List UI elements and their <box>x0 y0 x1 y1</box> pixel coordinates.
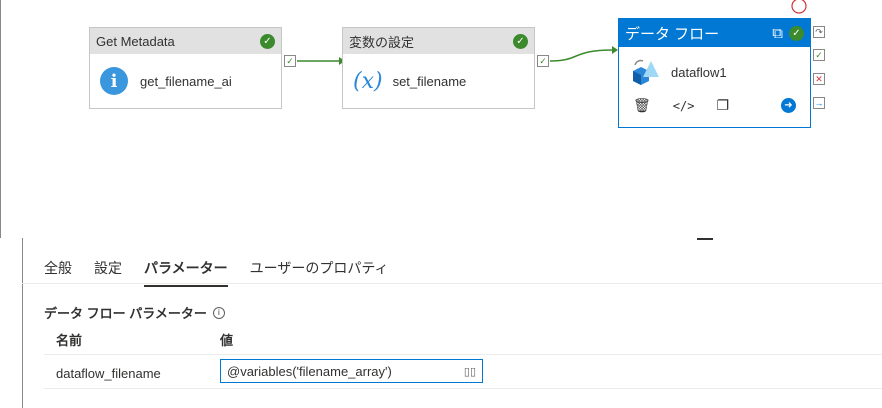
success-check-icon: ✓ <box>513 33 528 49</box>
pipeline-canvas[interactable]: Get Metadata ✓ i get_filename_ai ✓ 変数の設定… <box>0 0 882 238</box>
go-arrow-icon[interactable]: ➜ <box>781 98 796 113</box>
activity-type: Get Metadata <box>96 33 175 49</box>
dataflow-icon <box>633 59 659 85</box>
activity-dataflow[interactable]: データ フロー ⧉ ✓ dataflow1 🗑 </> ❐ ➜ <box>618 18 811 128</box>
copy-icon[interactable]: ❐ <box>716 97 730 113</box>
success-port-icon[interactable]: ✓ <box>537 55 549 67</box>
activity-name: get_filename_ai <box>140 73 232 89</box>
success-port-icon[interactable]: ✓ <box>813 49 825 61</box>
activity-name: set_filename <box>392 73 467 89</box>
completion-port-icon[interactable]: → <box>813 97 825 109</box>
open-external-icon[interactable]: ⧉ <box>772 24 783 42</box>
activity-header: データ フロー ⧉ ✓ <box>619 19 810 47</box>
property-tabs: 全般 設定 パラメーター ユーザーのプロパティ <box>44 252 388 287</box>
activity-type: データ フロー <box>625 25 720 43</box>
activity-set-variable[interactable]: 変数の設定 ✓ (𝑥) set_filename <box>342 27 535 109</box>
variable-icon: (𝑥) <box>353 68 383 94</box>
table-divider <box>44 388 882 389</box>
code-icon[interactable]: </> <box>672 98 695 113</box>
activity-header: Get Metadata ✓ <box>90 28 281 54</box>
section-title: データ フロー パラメーター i <box>44 303 225 322</box>
param-value: @variables('filename_array') <box>227 363 392 379</box>
activity-name: dataflow1 <box>671 64 727 80</box>
failure-port-icon[interactable]: ✕ <box>813 73 825 85</box>
tab-divider <box>22 283 882 284</box>
panel-splitter[interactable] <box>697 238 713 240</box>
activity-get-metadata[interactable]: Get Metadata ✓ i get_filename_ai <box>89 27 282 109</box>
tab-settings[interactable]: 設定 <box>94 260 122 276</box>
dynamic-content-icon[interactable]: ▯▯ <box>463 365 476 378</box>
info-hint-icon[interactable]: i <box>212 306 225 319</box>
param-value-input[interactable]: @variables('filename_array') ▯▯ <box>220 359 483 383</box>
success-check-icon: ✓ <box>789 25 804 41</box>
tab-user-properties[interactable]: ユーザーのプロパティ <box>249 260 389 276</box>
skip-port-icon[interactable]: ↷ <box>813 26 825 38</box>
info-icon: i <box>100 67 128 95</box>
column-header-value: 値 <box>220 333 234 348</box>
table-divider <box>44 354 882 355</box>
success-port-icon[interactable]: ✓ <box>284 55 296 67</box>
section-title-text: データ フロー パラメーター <box>44 306 207 321</box>
panel-border <box>22 238 23 408</box>
activity-header: 変数の設定 ✓ <box>343 28 534 54</box>
column-header-name: 名前 <box>56 333 83 348</box>
tab-parameters[interactable]: パラメーター <box>144 252 228 287</box>
tab-general[interactable]: 全般 <box>44 260 72 276</box>
activity-toolbar: 🗑 </> ❐ ➜ <box>619 97 810 114</box>
activity-type: 変数の設定 <box>349 34 415 50</box>
delete-icon[interactable]: 🗑 <box>633 97 651 113</box>
param-name: dataflow_filename <box>56 366 161 381</box>
success-check-icon: ✓ <box>260 33 275 49</box>
